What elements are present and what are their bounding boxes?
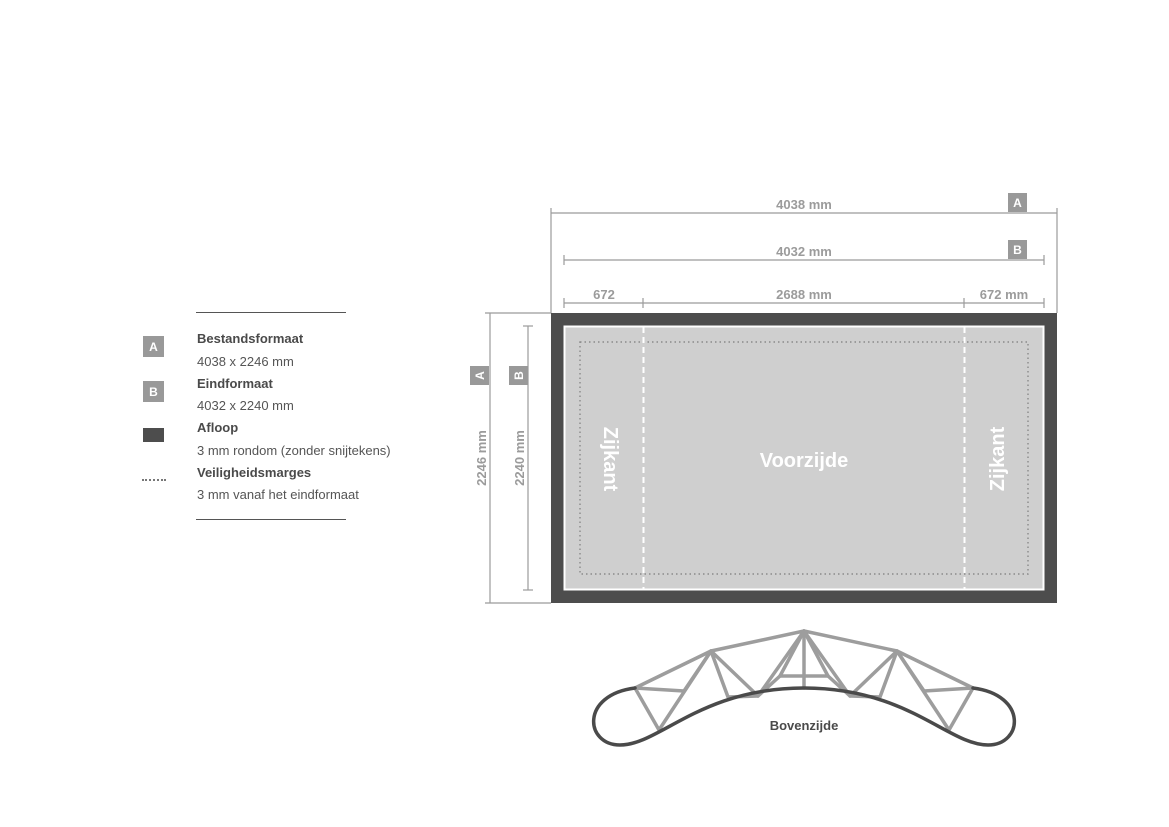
- legend-title-file-format: Bestandsformaat: [197, 331, 304, 346]
- safety-margin: [579, 341, 1029, 575]
- legend-marker-a: A: [143, 336, 164, 357]
- left-side-width-label: 672: [593, 287, 615, 302]
- final-width-badge: B: [1013, 243, 1022, 257]
- file-height-badge-box: [470, 366, 489, 385]
- legend-desc-file-format: 4038 x 2246 mm: [197, 354, 294, 369]
- top-view-frame: [633, 629, 975, 732]
- legend-title-bleed: Afloop: [197, 420, 239, 435]
- top-view-label: Bovenzijde: [770, 718, 839, 733]
- final-height-label: 2240 mm: [512, 430, 527, 486]
- legend-desc-final-format: 4032 x 2240 mm: [197, 398, 294, 413]
- right-side-panel-label: Zijkant: [987, 426, 1009, 491]
- final-width-dimension: [563, 255, 1045, 265]
- front-width-label: 2688 mm: [776, 287, 832, 302]
- legend-desc-safety: 3 mm vanaf het eindformaat: [197, 487, 359, 502]
- left-side-panel-label: Zijkant: [599, 427, 621, 492]
- file-width-badge: A: [1013, 196, 1022, 210]
- right-side-width-label: 672 mm: [980, 287, 1028, 302]
- legend-top-rule: [196, 312, 346, 313]
- file-width-badge-box: [1008, 193, 1027, 212]
- legend-safety-dots: [142, 479, 166, 481]
- legend-bottom-rule: [196, 519, 346, 520]
- file-height-badge: A: [473, 371, 487, 380]
- file-height-dimension: [485, 312, 551, 604]
- final-width-badge-box: [1008, 240, 1027, 259]
- legend-marker-b: B: [143, 381, 164, 402]
- file-height-label: 2246 mm: [474, 430, 489, 486]
- legend-title-final-format: Eindformaat: [197, 376, 273, 391]
- final-height-badge-box: [509, 366, 528, 385]
- front-panel-label: Voorzijde: [760, 450, 849, 472]
- final-height-badge: B: [512, 371, 526, 380]
- legend-title-safety: Veiligheidsmarges: [197, 465, 312, 480]
- legend-desc-bleed: 3 mm rondom (zonder snijtekens): [197, 443, 391, 458]
- final-width-label: 4032 mm: [776, 244, 832, 259]
- file-width-label: 4038 mm: [776, 197, 832, 212]
- legend-bleed-swatch: [143, 428, 164, 442]
- top-view-curve: [592, 686, 1016, 747]
- file-width-dimension: [550, 208, 1058, 313]
- segment-dimensions: [563, 298, 1045, 308]
